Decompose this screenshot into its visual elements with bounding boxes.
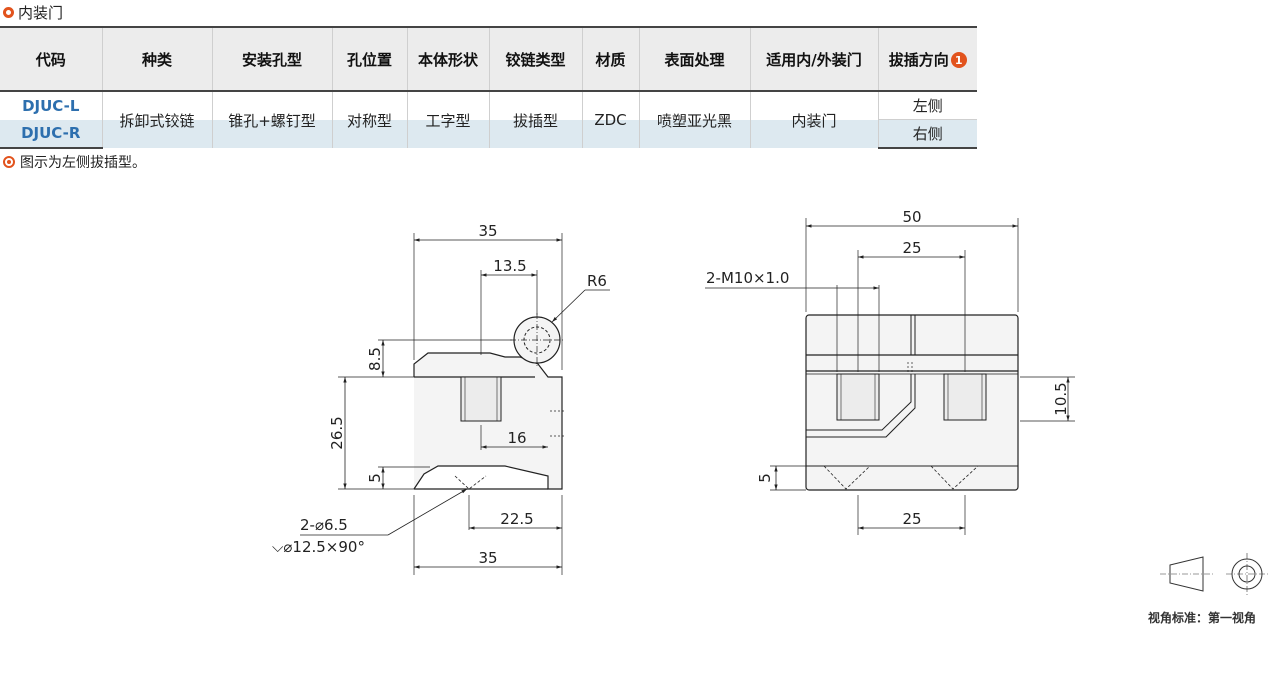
col-header-hinge-type: 铰链类型	[488, 26, 582, 92]
table-row: DJUC-L 拆卸式铰链 锥孔+螺钉型 对称型 工字型 拔插型 ZDC 喷塑亚光…	[0, 91, 977, 148]
hinge-type-cell: 拔插型	[488, 91, 582, 148]
dim-csk-spec: ⌵⌀12.5×90°	[272, 538, 365, 556]
dim-top-width: 50	[902, 208, 921, 226]
dim-offset: 13.5	[493, 257, 526, 275]
dim-h3: 5	[366, 473, 384, 483]
dim-height: 10.5	[1052, 382, 1070, 415]
dim-h2: 26.5	[328, 416, 346, 449]
hole-type-cell: 锥孔+螺钉型	[211, 91, 332, 148]
section-title-text: 内装门	[18, 3, 64, 22]
note-text: 图示为左侧拔插型。	[20, 155, 146, 171]
dim-bottom-width: 35	[478, 549, 497, 567]
projection-standard-label: 视角标准：第一视角	[1148, 611, 1257, 625]
dim-thread: 2-M10×1.0	[706, 269, 789, 287]
dim-spacing: 25	[902, 239, 921, 257]
body-shape-cell: 工字型	[406, 91, 489, 148]
dim-bottom-spacing: 25	[902, 510, 921, 528]
col-header-code: 代码	[0, 26, 102, 92]
bullet-dot-icon	[3, 156, 15, 168]
col-header-material: 材质	[581, 26, 639, 92]
col-header-door: 适用内/外装门	[749, 26, 878, 92]
note-badge-icon: 1	[950, 52, 967, 68]
col-header-body-shape: 本体形状	[406, 26, 489, 92]
col-header-hole-position: 孔位置	[331, 26, 407, 92]
dim-hole-spec: 2-⌀6.5	[300, 516, 348, 534]
circle-marker-icon	[3, 6, 14, 18]
hole-position-cell: 对称型	[331, 91, 407, 148]
direction-cell: 左侧	[877, 91, 977, 120]
type-cell: 拆卸式铰链	[101, 91, 212, 148]
screw-left	[836, 373, 880, 421]
note: 图示为左侧拔插型。	[3, 152, 146, 172]
col-header-surface: 表面处理	[638, 26, 750, 92]
right-view	[705, 218, 1075, 535]
code-cell: DJUC-L	[0, 91, 102, 120]
dim-h1: 8.5	[366, 347, 384, 371]
direction-cell: 右侧	[877, 119, 977, 149]
screw-right	[943, 373, 987, 421]
dim-bottom-offset: 22.5	[500, 510, 533, 528]
col-header-type: 种类	[101, 26, 212, 92]
dim-top-width: 35	[478, 222, 497, 240]
spec-table: 代码 种类 安装孔型 孔位置 本体形状 铰链类型 材质 表面处理 适用内/外装门…	[0, 26, 977, 149]
left-view	[300, 233, 610, 575]
right-view-dimensions: 50 25 2-M10×1.0 10.5 5 25	[706, 208, 1070, 528]
left-view-dimensions: 35 13.5 R6 8.5 26.5 16 5 2-⌀6.5 ⌵⌀12.5×9…	[272, 222, 607, 567]
material-cell: ZDC	[581, 91, 639, 148]
code-cell: DJUC-R	[0, 119, 102, 149]
col-header-hole-type: 安装孔型	[211, 26, 332, 92]
screw	[460, 376, 502, 422]
table-row: DJUC-R 右侧	[0, 119, 977, 149]
dim-h3: 5	[756, 473, 774, 483]
section-title: 内装门	[3, 2, 63, 22]
first-angle-projection-icon	[1160, 553, 1268, 595]
dim-radius: R6	[587, 272, 607, 290]
surface-cell: 喷塑亚光黑	[638, 91, 750, 148]
table-header-row: 代码 种类 安装孔型 孔位置 本体形状 铰链类型 材质 表面处理 适用内/外装门…	[0, 26, 977, 92]
door-cell: 内装门	[749, 91, 878, 148]
dim-inner: 16	[507, 429, 526, 447]
